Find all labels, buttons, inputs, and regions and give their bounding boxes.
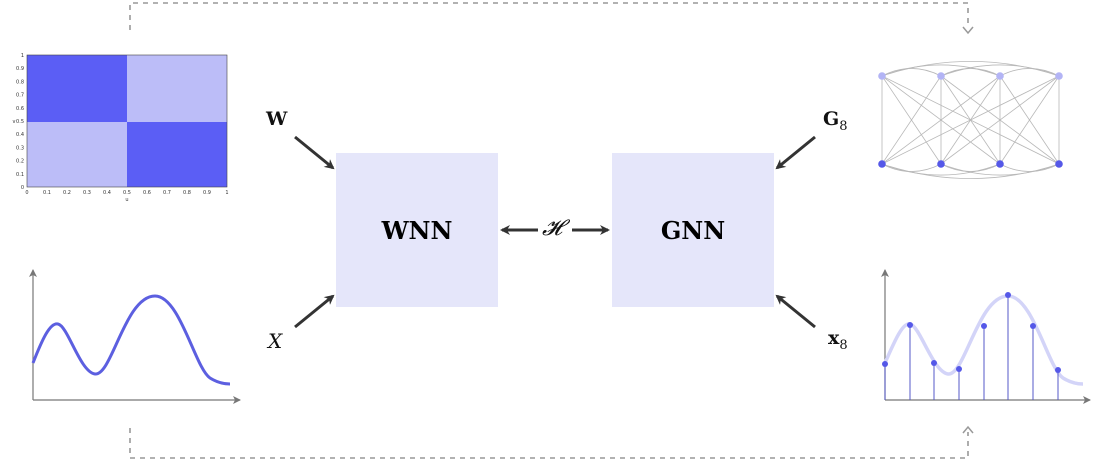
- heatmap-y-tick: 0.3: [16, 145, 24, 151]
- heatmap-x-tick: 0.1: [43, 190, 51, 196]
- graph-edge: [881, 60, 1060, 77]
- graph-edge: [881, 75, 1001, 165]
- graph-node: [937, 72, 945, 80]
- graph-edge: [940, 64, 1060, 77]
- graph-edge: [881, 75, 942, 165]
- heatmap-x-tick: 0.8: [183, 190, 191, 196]
- wnn-label: WNN: [381, 215, 453, 245]
- graph-node: [1055, 160, 1063, 168]
- graphon-w-label: W: [266, 108, 288, 130]
- heatmap-x-tick: 0.7: [163, 190, 171, 196]
- arrow-x-to-wnn: [294, 294, 335, 329]
- heatmap-x-tick: 0.9: [203, 190, 211, 196]
- heatmap-y-tick: 0.5: [16, 119, 24, 125]
- sampled-graph-signal-plot: [881, 269, 1091, 404]
- graph-signal-x8-label: x8: [828, 327, 848, 353]
- graph-node: [996, 72, 1004, 80]
- heatmap-y-tick: 0.7: [16, 93, 24, 99]
- heatmap-x-axis-label: u: [125, 197, 128, 203]
- bottom-loop-arrowhead: [962, 425, 974, 434]
- heatmap-y-tick: 0.2: [16, 159, 24, 165]
- arrow-g8-to-gnn: [775, 135, 816, 170]
- graph-edge: [940, 75, 1060, 165]
- heatmap-y-tick: 0.8: [16, 79, 24, 85]
- heatmap-x-tick: 0.6: [143, 190, 151, 196]
- graph-edge: [999, 75, 1060, 165]
- sample-point: [1055, 367, 1061, 373]
- graph-edge: [940, 163, 1060, 176]
- graph-edge: [940, 163, 1001, 172]
- graph-edge: [999, 68, 1060, 77]
- wnn-block: WNN: [336, 153, 498, 307]
- graph-edge: [940, 68, 1001, 77]
- graph-edge: [881, 75, 1060, 165]
- graph-node: [878, 72, 886, 80]
- heatmap-x-tick: 0.3: [83, 190, 91, 196]
- sample-point: [981, 323, 987, 329]
- graph-node: [937, 160, 945, 168]
- graphon-heatmap: 0 0.1 0.2 0.3 0.4 0.5 0.6 0.7 0.8 0.9 1 0 0.1 0.2 0.3…: [13, 53, 229, 203]
- hilbert-space-label: 𝓗: [542, 216, 562, 241]
- top-dashed-loop: [129, 2, 969, 30]
- top-loop-arrowhead: [962, 26, 974, 35]
- heatmap-x-tick: 0: [25, 190, 28, 196]
- heatmap-x-tick: 0.2: [63, 190, 71, 196]
- graph-edge: [881, 163, 1060, 180]
- continuous-signal-plot: [29, 269, 241, 404]
- sample-point: [1030, 323, 1036, 329]
- arrow-w-to-wnn: [294, 135, 335, 170]
- graph-node: [996, 160, 1004, 168]
- signal-x-label: X: [268, 329, 283, 353]
- heatmap-x-tick: 0.5: [123, 190, 131, 196]
- bottom-dashed-loop: [129, 428, 969, 459]
- graph-g8-label: G8: [823, 108, 848, 134]
- heatmap-y-tick: 0.9: [16, 66, 24, 72]
- heatmap-y-tick: 0.1: [16, 172, 24, 178]
- complete-graph-g8: [878, 60, 1063, 180]
- heatmap-x-tick: 1: [225, 190, 228, 196]
- graph-node: [878, 160, 886, 168]
- heatmap-x-tick: 0.4: [103, 190, 111, 196]
- graph-edge: [999, 163, 1060, 172]
- graph-edge: [881, 163, 942, 172]
- graph-edge: [881, 68, 942, 77]
- heatmap-y-axis-label: v: [13, 119, 16, 125]
- heatmap-y-tick: 0.6: [16, 106, 24, 112]
- heatmap-y-tick: 1: [21, 53, 24, 59]
- sample-point: [1005, 292, 1011, 298]
- gnn-block: GNN: [612, 153, 774, 307]
- sample-point: [931, 360, 937, 366]
- sample-point: [882, 361, 888, 367]
- arrow-x8-to-gnn: [775, 294, 816, 329]
- graph-node: [1055, 72, 1063, 80]
- gnn-label: GNN: [660, 215, 726, 245]
- sample-point: [907, 322, 913, 328]
- heatmap-y-tick: 0: [21, 185, 24, 191]
- heatmap-y-tick: 0.4: [16, 132, 24, 138]
- sample-point: [956, 366, 962, 372]
- continuous-signal-curve: [31, 294, 231, 386]
